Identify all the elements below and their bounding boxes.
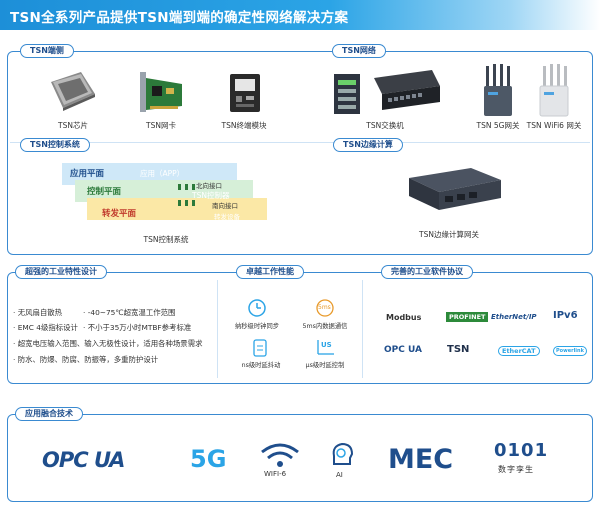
ai-logo: AI — [326, 440, 356, 484]
ai-label: AI — [336, 471, 343, 479]
forward-plane-label: 转发平面 — [102, 209, 137, 219]
bullet-2a: · EMC 4级指标设计 — [13, 323, 78, 332]
clock-sync-label: 纳秒级时钟同步 — [234, 323, 280, 330]
title-banner: TSN全系列产品提供TSN端到端的确定性网络解决方案 — [0, 0, 600, 30]
modbus-logo: Modbus — [386, 313, 422, 322]
opcua-small-logo: OPC UA — [384, 345, 422, 355]
tag-performance: 卓越工作性能 — [236, 265, 304, 279]
us-latency-mark: US — [321, 341, 332, 349]
tsn-wifi6-label: TSN WiFi6 网关 — [526, 121, 582, 130]
app-box-label: 应用（APP） — [140, 169, 185, 178]
features-divider-1 — [217, 280, 218, 378]
clock-sync-icon — [246, 297, 268, 319]
digital-twin-label: 数字孪生 — [498, 465, 534, 474]
tag-tsn-endpoint: TSN端侧 — [20, 44, 74, 58]
5g-logo: 5G — [190, 445, 227, 473]
bullet-2b: · 不小于35万小时MTBF参考标准 — [83, 323, 192, 332]
control-plane — [75, 180, 253, 202]
features-divider-2 — [362, 280, 363, 378]
app-plane-label: 应用平面 — [70, 169, 105, 179]
wifi6-logo: WIFI-6 — [258, 440, 302, 482]
wifi6-label: WIFI-6 — [264, 470, 287, 478]
ethercat-logo: EtherCAT — [498, 346, 540, 356]
tsn-module-label: TSN终端模块 — [221, 121, 267, 130]
powerlink-logo: Powerlink — [553, 346, 587, 356]
ns-jitter-icon — [251, 338, 269, 358]
south-interface-label: 南向接口 — [212, 202, 238, 210]
forward-plane — [87, 198, 267, 220]
bullet-3: · 超宽电压输入范围、输入无极性设计，适用各种场景需求 — [13, 339, 203, 348]
ns-jitter-label: ns级时延抖动 — [241, 362, 281, 369]
ethernetip-logo: EtherNet/IP — [491, 313, 537, 321]
us-latency-icon: US — [315, 336, 337, 358]
tag-tsn-control: TSN控制系统 — [20, 138, 90, 152]
digital-twin-logo: 0101 数字孪生 — [494, 440, 554, 484]
control-plane-label: 控制平面 — [87, 187, 122, 197]
ipv6-logo: IPv6 — [553, 310, 578, 321]
tag-protocols: 完善的工业软件协议 — [381, 265, 473, 279]
tag-fusion: 应用融合技术 — [15, 407, 83, 421]
5g-gateway-icon — [480, 64, 516, 118]
latency-5ms-mark: 5ms — [318, 304, 331, 311]
tsn-logo: TSN — [447, 344, 470, 355]
tsn-5g-label: TSN 5G网关 — [476, 121, 520, 130]
bullet-4: · 防水、防爆、防腐、防振等，多重防护设计 — [13, 355, 159, 364]
tag-tsn-edge: TSN边缘计算 — [333, 138, 403, 152]
tsn-switch-label: TSN交换机 — [366, 121, 404, 130]
forward-device-label: 转发设备 — [214, 213, 240, 221]
features-panel — [7, 272, 593, 384]
us-latency-label: μs级时延控制 — [305, 362, 345, 369]
bullet-1b: · -40~75℃超宽温工作范围 — [83, 308, 176, 317]
tsn-control-caption: TSN控制系统 — [143, 235, 189, 244]
tag-tsn-network: TSN网络 — [332, 44, 386, 58]
page-title: TSN全系列产品提供TSN端到端的确定性网络解决方案 — [10, 10, 349, 26]
tsn-chip-label: TSN芯片 — [58, 121, 88, 130]
panel-divider — [10, 142, 590, 143]
fusion-panel — [7, 414, 593, 502]
tag-industrial: 超强的工业特性设计 — [15, 265, 107, 279]
opcua-logo-text: OPC UA — [42, 448, 125, 472]
edge-gateway-icon — [405, 162, 505, 214]
module-icon — [226, 70, 264, 116]
bullet-1a: · 无风扇自散热 — [13, 308, 63, 317]
chip-icon — [45, 68, 97, 116]
interface-connectors — [176, 184, 200, 208]
profinet-logo: PROFINET — [446, 312, 489, 322]
latency-5ms-label: 5ms内数据通信 — [302, 323, 348, 330]
switch-icon — [330, 64, 442, 118]
controller-label: TSN控制器 — [192, 191, 230, 200]
tsn-nic-label: TSN网卡 — [146, 121, 176, 130]
mec-logo: MEC — [388, 444, 454, 475]
wifi6-gateway-icon — [536, 64, 572, 118]
north-interface-label: 北向接口 — [196, 182, 222, 190]
opcua-logo: OPC UA — [42, 448, 125, 472]
latency-5ms-icon: 5ms — [314, 297, 336, 319]
app-plane — [62, 163, 237, 185]
digital-twin-mark: 0101 — [494, 440, 549, 461]
network-card-icon — [138, 70, 186, 116]
tsn-edge-caption: TSN边缘计算网关 — [419, 230, 479, 239]
